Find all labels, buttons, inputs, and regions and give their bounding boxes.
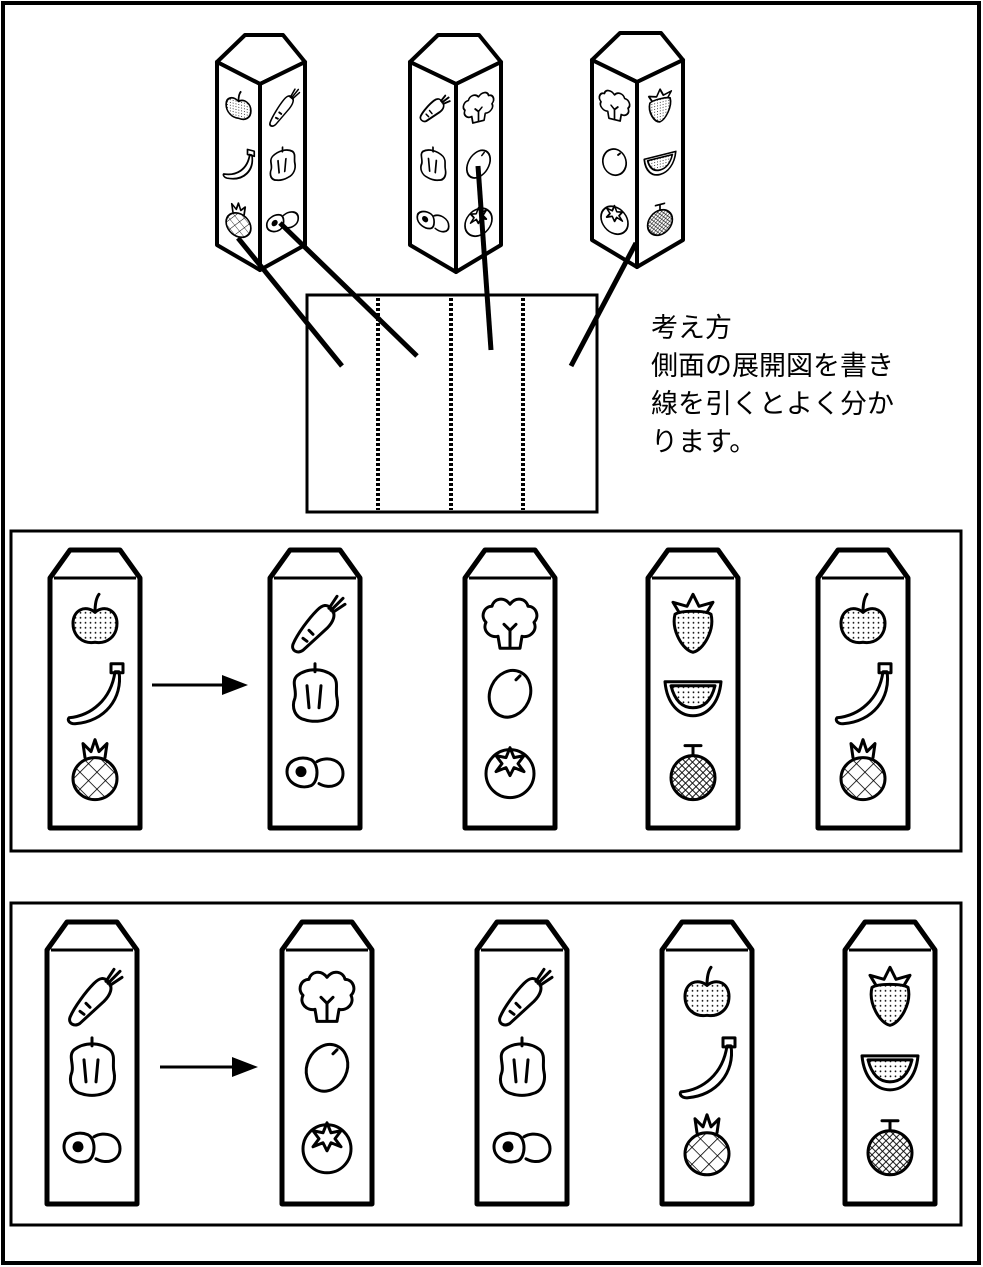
prism-3 <box>590 31 685 269</box>
connector-line <box>475 165 494 351</box>
hint-title: 考え方 <box>651 313 732 344</box>
connector-line <box>278 221 419 358</box>
fruit-strip <box>462 547 558 831</box>
prism-front-face <box>408 60 458 274</box>
row-1 <box>47 547 911 831</box>
hint-line: ります。 <box>651 427 757 458</box>
fruit-strip <box>645 547 741 831</box>
fruit-strip <box>842 919 938 1207</box>
arrow-row-1 <box>152 675 248 695</box>
prism-2 <box>408 33 503 274</box>
hint-line: 線を引くとよく分か <box>651 389 894 420</box>
fruit-strip <box>267 547 363 831</box>
arrow-row-2 <box>160 1057 258 1077</box>
prism-group <box>215 31 685 274</box>
answer-box-1 <box>9 529 963 853</box>
connector-line <box>236 236 344 368</box>
hint-line: 側面の展開図を書き <box>651 351 894 382</box>
prism-front-face <box>590 58 639 269</box>
side-net <box>305 293 599 514</box>
answer-rows <box>44 547 938 1207</box>
prism-1 <box>215 33 307 272</box>
connector-lines <box>236 165 639 368</box>
answer-box-2 <box>9 901 963 1227</box>
fruit-strip <box>44 919 140 1207</box>
hint-text: 考え方 側面の展開図を書き 線を引くとよく分か ります。 <box>651 310 971 462</box>
connector-line <box>568 241 639 368</box>
row-2 <box>44 919 938 1207</box>
fruit-strip <box>279 919 375 1207</box>
fruit-strip <box>474 919 570 1207</box>
fruit-strip <box>659 919 755 1207</box>
fruit-strip <box>815 547 911 831</box>
fruit-strip <box>47 547 143 831</box>
